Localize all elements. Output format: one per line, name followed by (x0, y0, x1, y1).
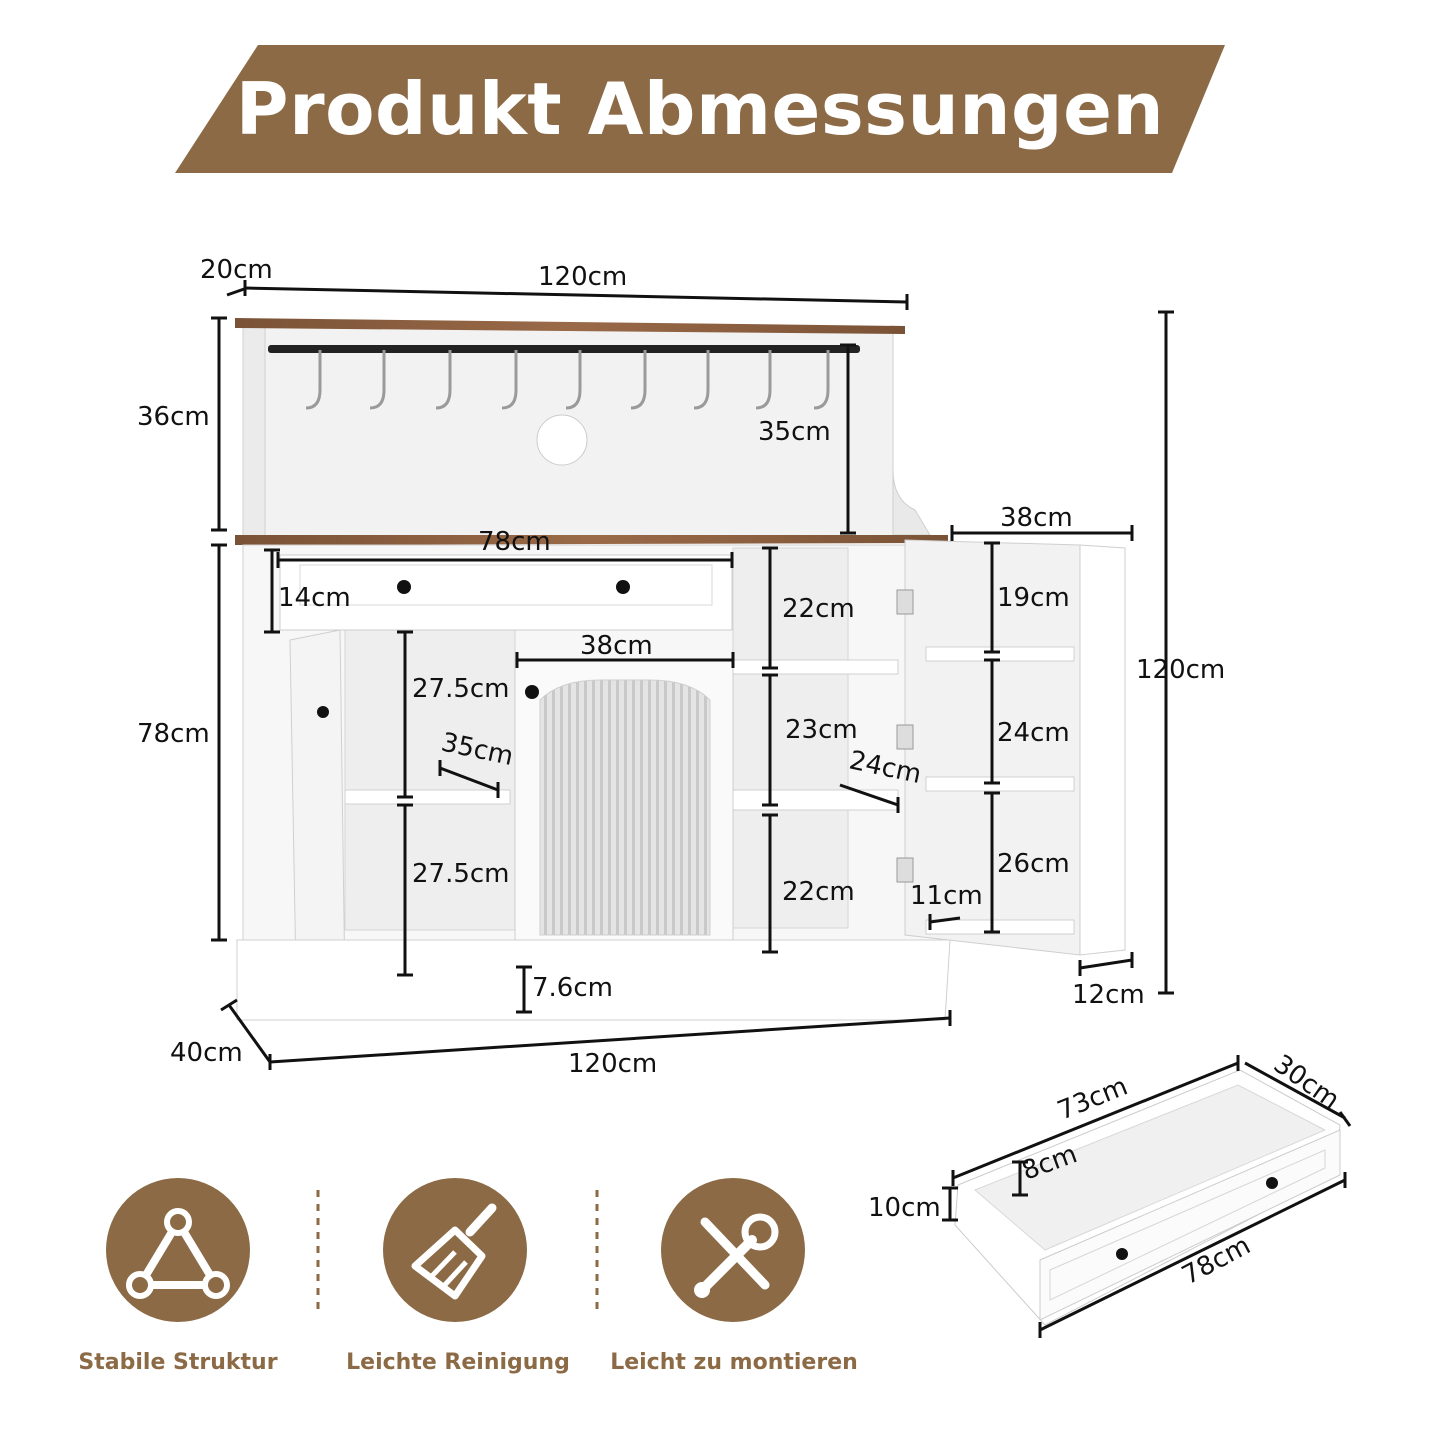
drawer-detail-knob (1266, 1177, 1278, 1189)
dim-cabinet-height: 78cm (137, 719, 210, 749)
hooks (305, 350, 830, 410)
drawer-knob (397, 580, 411, 594)
feature-label-cleaning: Leichte Reinigung (346, 1350, 570, 1375)
dim-door-rack-2: 24cm (997, 718, 1070, 748)
dim-toe-kick: 7.6cm (532, 973, 613, 1003)
dim-right-upper-shelf: 22cm (782, 594, 855, 624)
drawer-dimension-lines (942, 1055, 1352, 1338)
cable-hole (536, 414, 588, 466)
dim-door-rack-1: 19cm (997, 583, 1070, 613)
plinth (236, 939, 951, 1021)
dim-hutch-height: 36cm (137, 402, 210, 432)
title-banner (175, 45, 1225, 173)
dim-right-lower: 22cm (782, 877, 855, 907)
dim-right-middle: 23cm (785, 715, 858, 745)
drawer-detail (954, 1069, 1341, 1326)
dim-hutch-inner-height: 35cm (758, 417, 831, 447)
dim-drawer-width: 78cm (478, 527, 551, 557)
dim-door-thickness: 12cm (1072, 980, 1145, 1010)
wooden-top (235, 318, 905, 334)
dimension-lines (211, 280, 1174, 1070)
dim-counter-depth: 38cm (1000, 503, 1073, 533)
dim-left-lower: 27.5cm (412, 859, 510, 889)
drawer (279, 554, 733, 631)
counter-top (235, 535, 948, 545)
dim-door-width: 38cm (580, 631, 653, 661)
drawer-knob (616, 580, 630, 594)
feature-label-structure: Stabile Struktur (78, 1350, 278, 1375)
dim-door-rack-3: 26cm (997, 849, 1070, 879)
dim-total-height: 120cm (1136, 655, 1225, 685)
tools-icon (661, 1178, 805, 1322)
dim-top-depth: 20cm (200, 255, 273, 285)
feature-label-assembly: Leicht zu montieren (610, 1350, 858, 1375)
left-door (289, 629, 346, 991)
dim-left-upper: 27.5cm (412, 674, 510, 704)
cabinet (235, 318, 1126, 1021)
dim-base-depth: 40cm (170, 1038, 243, 1068)
dim-top-width: 120cm (538, 262, 627, 292)
hanging-rod (268, 345, 860, 353)
page-title: Produkt Abmessungen (235, 67, 1165, 151)
dim-drawer-length: 73cm (1053, 1071, 1132, 1126)
dim-drawer-height: 14cm (278, 583, 351, 613)
dim-door-rack-depth: 11cm (910, 881, 983, 911)
triangle-structure-icon (106, 1178, 250, 1322)
dim-drawer-outer-height: 10cm (868, 1193, 941, 1223)
cleaning-brush-icon (383, 1178, 527, 1322)
dim-base-width: 120cm (568, 1049, 657, 1079)
drawer-detail-knob (1116, 1248, 1128, 1260)
